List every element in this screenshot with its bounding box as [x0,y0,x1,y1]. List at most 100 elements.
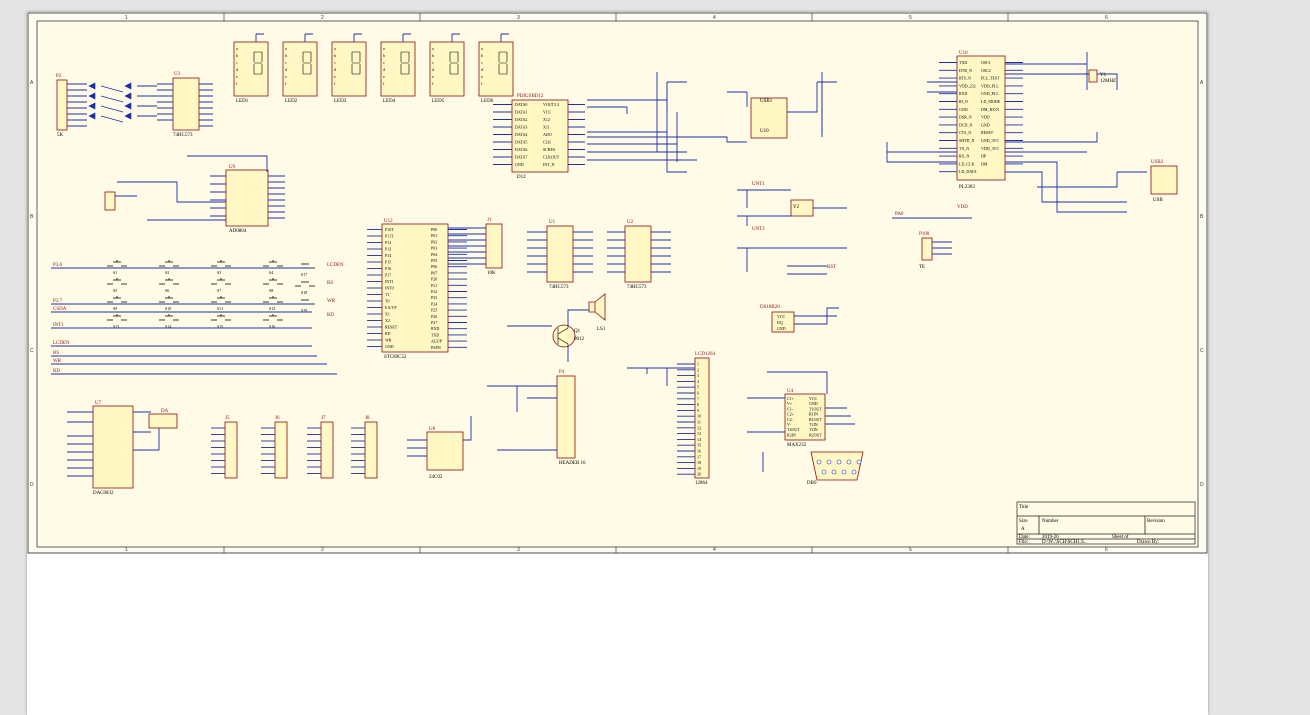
svg-text:J6: J6 [275,416,280,421]
svg-text:C1-: C1- [787,406,794,411]
push-button: S4 [263,260,283,275]
button-label: S3 [217,270,221,275]
button-label: S15 [217,324,223,329]
svg-text:f: f [285,81,287,86]
svg-text:P3.6: P3.6 [53,263,63,268]
svg-text:DM: DM [981,161,988,166]
svg-text:P02: P02 [431,239,437,244]
led-d-header: DA [148,409,178,429]
svg-text:c: c [481,60,483,65]
zone-row-label: A [30,80,34,86]
u2-latch: U2 74HC573 [607,220,671,290]
display-label: LED1 [236,99,249,104]
diode-icon [88,102,96,110]
svg-text:SCRES: SCRES [543,147,555,152]
svg-text:c: c [236,60,238,65]
svg-text:DATA0: DATA0 [515,102,527,107]
svg-text:J5: J5 [225,416,230,421]
svg-text:LCDEN: LCDEN [327,263,344,268]
svg-text:VCC: VCC [777,314,786,319]
push-button: S8 [263,278,283,293]
svg-text:J7: J7 [321,416,326,421]
zone-column-label: 5 [909,547,912,553]
svg-text:U4: U4 [787,389,794,394]
svg-text:P21: P21 [431,283,437,288]
svg-text:INT1: INT1 [385,279,394,284]
svg-text:Q1: Q1 [574,329,581,334]
svg-text:RESET: RESET [385,325,398,330]
svg-text:DAC0832: DAC0832 [93,491,114,496]
svg-text:Y2: Y2 [793,205,800,210]
svg-text:DATA4: DATA4 [515,132,527,137]
svg-text:ADO: ADO [543,132,552,137]
svg-text:5: 5 [697,385,699,390]
svg-text:DATA3: DATA3 [515,125,527,130]
svg-text:P20: P20 [431,277,437,282]
push-button: S16 [263,314,283,329]
svg-text:P15: P15 [385,260,391,265]
svg-text:DATA7: DATA7 [515,155,527,160]
svg-text:18: 18 [697,460,701,465]
display-label: LED4 [383,99,396,104]
push-button: S12 [263,296,283,311]
svg-text:LCDEN: LCDEN [53,341,70,346]
display-label: LED3 [334,99,347,104]
button-label: S2 [165,270,169,275]
svg-text:TXD: TXD [431,332,439,337]
diode-array [88,82,157,123]
svg-text:UNT1: UNT1 [752,182,765,187]
svg-text:c: c [334,60,336,65]
svg-text:a: a [285,46,287,51]
svg-text:P17: P17 [385,273,391,278]
svg-text:T2IN: T2IN [809,427,818,432]
svg-text:P11T: P11T [385,234,394,239]
svg-text:e: e [236,74,238,79]
crystal-y1: Y1 12MHZ [1088,69,1116,84]
svg-text:DM_RX/N: DM_RX/N [981,107,999,112]
svg-text:RST: RST [827,265,836,270]
svg-text:D12: D12 [517,175,526,180]
svg-text:VCC: VCC [543,110,552,115]
svg-text:RD: RD [385,331,391,336]
svg-text:RI_N: RI_N [959,99,968,104]
svg-text:10K: 10K [487,271,496,276]
svg-text:WR: WR [53,359,62,364]
svg-text:DP: DP [981,154,987,159]
push-button: S6 [159,278,179,293]
svg-text:2: 2 [697,367,699,372]
svg-text:R2OUT: R2OUT [809,432,822,437]
pl2303-chip: U10 PL2303 TXDDTR_NRTS_NVDD_232RXDRI_NGN… [939,51,1023,190]
svg-text:OSC2: OSC2 [981,68,991,73]
usb-connector: USB2 USB [1150,160,1178,203]
svg-text:HEADER 16: HEADER 16 [559,461,586,466]
diode-icon [88,92,96,100]
zone-column-label: 3 [517,15,520,21]
svg-text:D:\W..\SCH\SCH1.S..: D:\W..\SCH\SCH1.S.. [1042,540,1086,545]
svg-text:7: 7 [697,396,699,401]
svg-text:P2: P2 [56,74,62,79]
svg-text:R2IN: R2IN [787,432,796,437]
zone-column-label: 4 [713,547,716,553]
svg-text:24C02: 24C02 [429,475,443,480]
svg-text:DCD_N: DCD_N [959,122,972,127]
svg-text:GND_PLL: GND_PLL [981,91,999,96]
svg-text:INT0: INT0 [385,286,394,291]
svg-text:P22: P22 [431,289,437,294]
svg-text:X1: X1 [385,312,390,317]
svg-text:LD_DATA: LD_DATA [959,169,977,174]
svg-text:b: b [334,53,336,58]
svg-text:d: d [432,67,434,72]
zone-column-label: 6 [1105,547,1108,553]
svg-text:T2OUT: T2OUT [787,427,800,432]
svg-text:Revision: Revision [1147,519,1165,524]
connector-a [104,191,116,211]
adc-u9: U9 AD0804 [109,155,285,234]
svg-text:e: e [481,74,483,79]
svg-text:U8: U8 [429,427,436,432]
svg-text:b: b [432,53,434,58]
svg-text:b: b [481,53,483,58]
svg-text:P10T: P10T [385,227,394,232]
